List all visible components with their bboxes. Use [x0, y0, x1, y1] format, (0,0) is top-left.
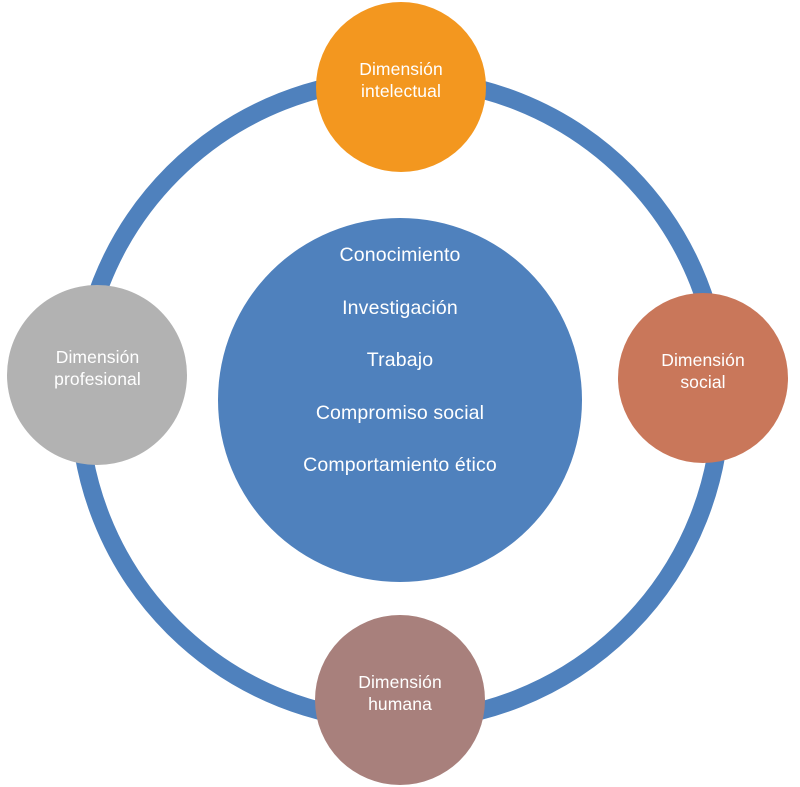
core-item-compromiso-social: Compromiso social	[315, 401, 485, 424]
core-item-trabajo: Trabajo	[366, 349, 434, 371]
core-item-comportamiento-etico: Comportamiento ético	[303, 454, 497, 476]
satellite-circle-intelectual[interactable]	[316, 2, 486, 172]
satellite-circle-profesional[interactable]	[7, 285, 187, 465]
satellite-circle-humana[interactable]	[315, 615, 485, 785]
satellite-circle-social[interactable]	[618, 293, 788, 463]
core-circle[interactable]	[218, 218, 582, 582]
core-item-investigacion: Investigación	[342, 296, 458, 319]
core-item-list: Conocimiento Investigación Trabajo Compr…	[218, 244, 582, 476]
core-item-conocimiento: Conocimiento	[339, 244, 461, 266]
